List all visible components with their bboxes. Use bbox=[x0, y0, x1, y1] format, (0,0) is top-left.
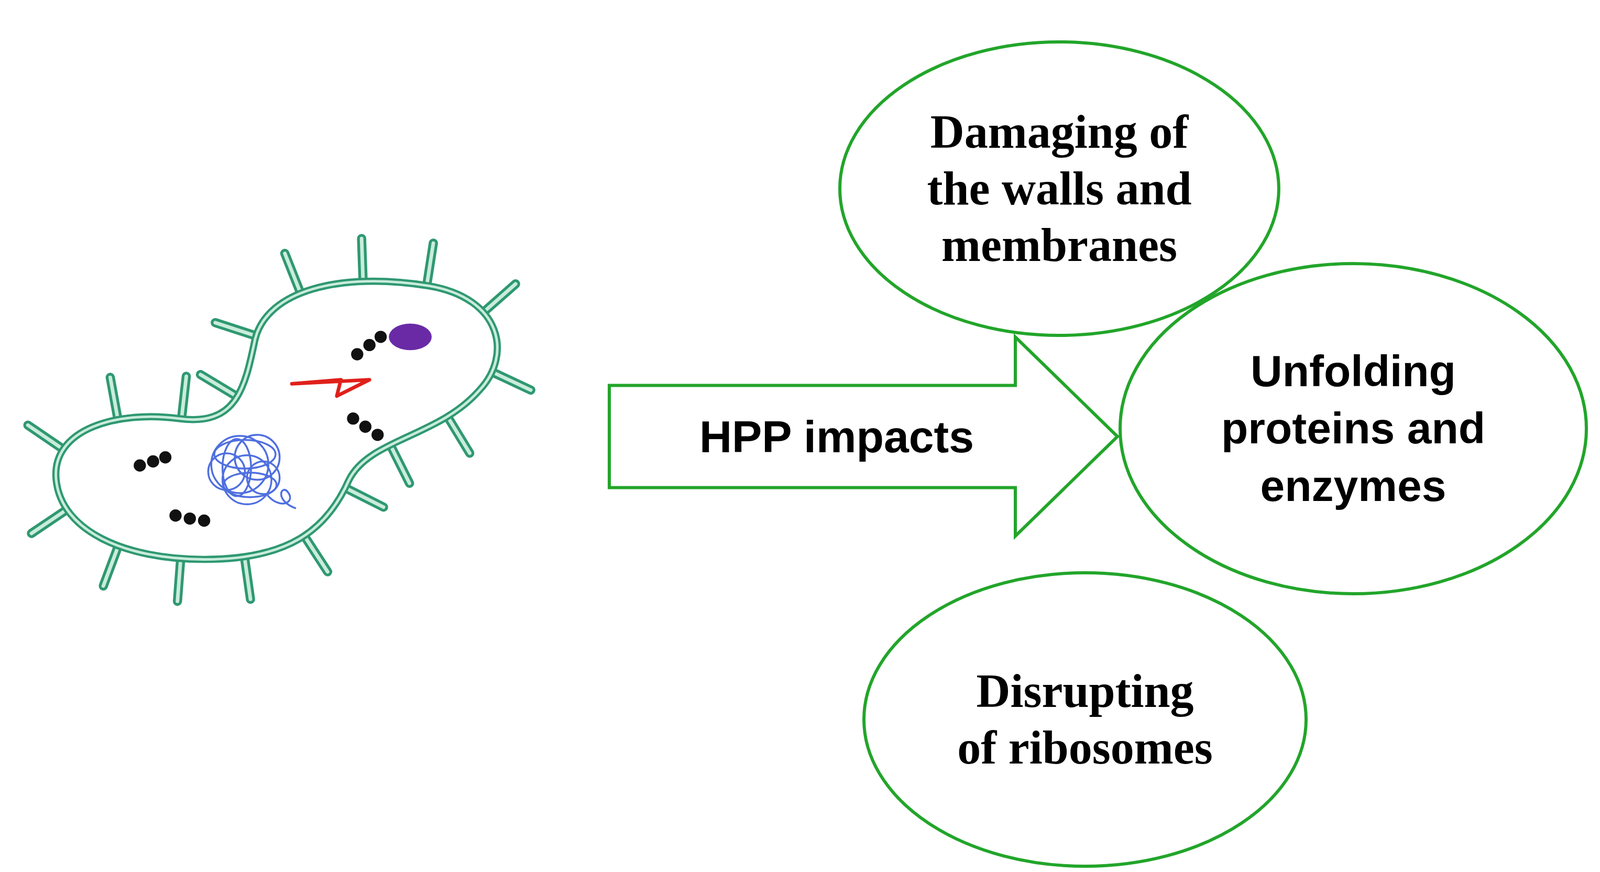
flagellum bbox=[426, 243, 434, 288]
flagellum bbox=[446, 414, 470, 454]
flagellum bbox=[481, 283, 516, 314]
flagellum-inner bbox=[27, 424, 65, 451]
ellipse-border bbox=[1120, 263, 1587, 594]
flagellum-inner bbox=[489, 370, 531, 390]
flagellum-inner bbox=[426, 243, 434, 288]
flagellum-inner bbox=[285, 253, 302, 296]
bacterium-flagella bbox=[27, 238, 531, 601]
flagellum-inner bbox=[103, 543, 119, 586]
flagellum bbox=[244, 554, 251, 600]
ellipse-border bbox=[863, 572, 1307, 867]
dna-tangle bbox=[207, 434, 297, 509]
flagellum-inner bbox=[389, 443, 410, 484]
effect-ellipse: Unfolding proteins and enzymes bbox=[1118, 261, 1588, 596]
flagellum-inner bbox=[110, 377, 118, 422]
effect-text: Damaging of the walls and membranes bbox=[912, 103, 1207, 274]
flagellum-inner bbox=[446, 414, 470, 454]
flagellum bbox=[177, 556, 182, 601]
effect-text: Unfolding proteins and enzymes bbox=[1196, 342, 1511, 515]
flagellum bbox=[303, 533, 328, 572]
flagellum bbox=[285, 253, 302, 296]
flagellum-inner bbox=[177, 556, 182, 601]
flagellum-inner bbox=[200, 374, 239, 398]
effect-ellipse: Disrupting of ribosomes bbox=[862, 571, 1308, 868]
bacterium-illustration bbox=[27, 238, 531, 601]
bacterium-body bbox=[56, 281, 498, 560]
flagellum bbox=[103, 543, 119, 586]
flagellum-inner bbox=[361, 238, 364, 284]
flagellum-inner bbox=[244, 554, 251, 600]
flagellum bbox=[181, 376, 187, 421]
flagellum-inner bbox=[481, 283, 516, 314]
flagellum-inner bbox=[303, 533, 328, 572]
ellipse-outline bbox=[862, 571, 1308, 868]
flagellum bbox=[200, 374, 239, 398]
flagellum bbox=[110, 377, 118, 422]
flagellum bbox=[343, 486, 385, 508]
ellipse-border bbox=[839, 41, 1279, 336]
flagellum-inner bbox=[343, 486, 385, 508]
flagellum-inner bbox=[181, 376, 187, 421]
flagellum-inner bbox=[215, 322, 259, 337]
flagellum bbox=[489, 370, 531, 390]
bacterium-body-inner-line bbox=[56, 281, 498, 560]
effect-ellipse: Damaging of the walls and membranes bbox=[838, 40, 1281, 337]
purple-granule bbox=[388, 323, 432, 351]
effect-text: Disrupting of ribosomes bbox=[952, 662, 1218, 776]
flagellum bbox=[389, 443, 410, 484]
block-arrow-outline bbox=[609, 336, 1118, 536]
flagellum-inner bbox=[31, 508, 69, 534]
flagellum bbox=[361, 238, 364, 284]
flagellum bbox=[31, 508, 69, 534]
block-arrow: HPP impacts bbox=[609, 336, 1118, 536]
arrow-label: HPP impacts bbox=[699, 410, 974, 463]
flagellum bbox=[27, 424, 65, 451]
flagellum bbox=[215, 322, 259, 337]
red-organelle bbox=[291, 379, 370, 397]
ribosome-dots bbox=[133, 330, 387, 527]
